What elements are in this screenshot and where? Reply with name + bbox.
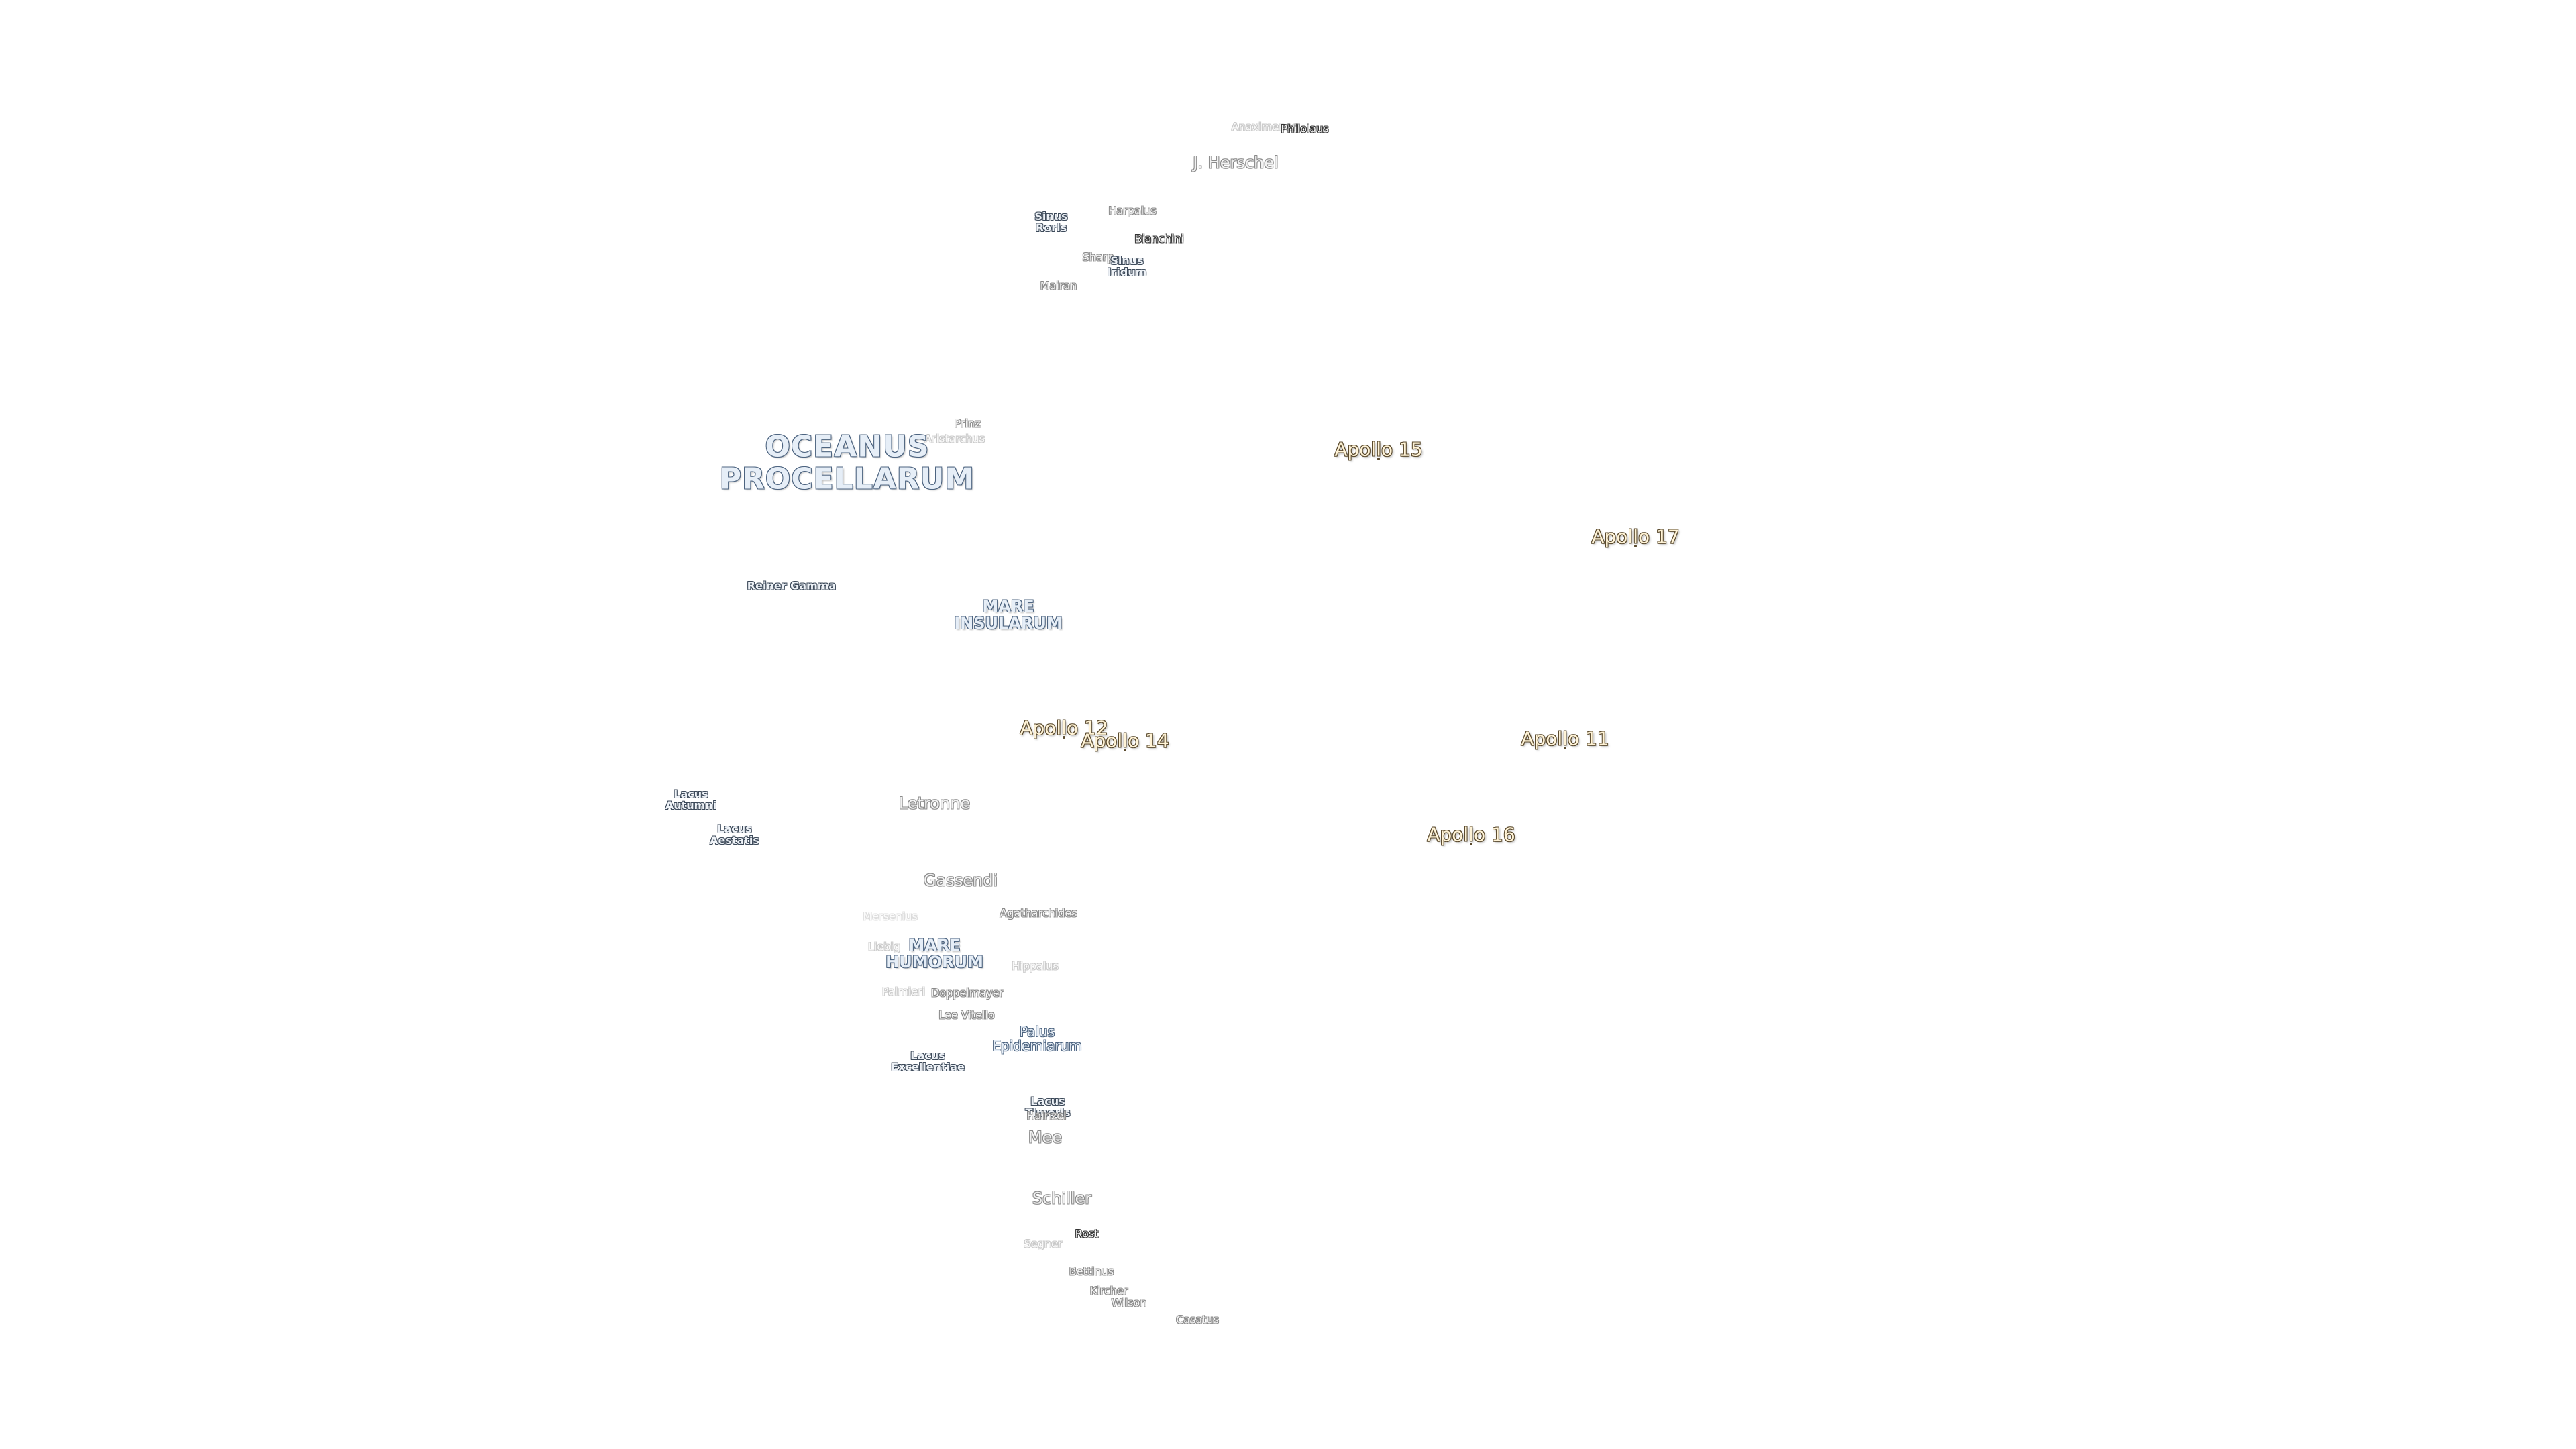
crater-label-gassendi: Gassendi: [923, 871, 998, 890]
landing-site-apollo-11: Apollo 11: [1521, 727, 1609, 750]
crater-label-bettinus: Bettinus: [1069, 1265, 1114, 1278]
crater-label-bianchini: Bianchini: [1134, 232, 1184, 246]
crater-label-liebig: Liebig: [868, 940, 900, 953]
crater-label-hainzel: Hainzel: [1026, 1109, 1067, 1122]
crater-label-mee: Mee: [1028, 1128, 1063, 1147]
landing-site-marker-apollo-14: [1124, 749, 1126, 751]
crater-label-segner: Segner: [1024, 1237, 1063, 1250]
lake-label-lacus-autumni: Lacus Autumni: [665, 788, 717, 812]
bay-label-sinus-iridum: Sinus Iridum: [1107, 254, 1147, 278]
landing-site-apollo-14: Apollo 14: [1081, 729, 1169, 752]
landing-site-marker-apollo-12: [1063, 736, 1065, 739]
crater-label-j-herschel: J. Herschel: [1193, 153, 1279, 172]
crater-label-mairan: Mairan: [1040, 279, 1077, 292]
lake-label-lacus-aestatis: Lacus Aestatis: [710, 822, 759, 847]
landing-site-apollo-17: Apollo 17: [1591, 525, 1680, 548]
marsh-label-palus-epidemiarum: Palus Epidemiarum: [992, 1024, 1082, 1054]
lake-label-lacus-excellentiae: Lacus Excellentiae: [891, 1049, 965, 1073]
bay-label-sinus-roris: Sinus Roris: [1034, 210, 1068, 234]
lake-label-lacus-timoris: Lacus Timoris: [1025, 1095, 1071, 1119]
landing-site-apollo-12: Apollo 12: [1020, 716, 1108, 739]
crater-label-agatharchides: Agatharchides: [1000, 906, 1077, 920]
crater-label-palmieri: Palmieri: [881, 985, 926, 998]
crater-label-kircher: Kircher: [1089, 1284, 1128, 1297]
crater-label-wilson: Wilson: [1111, 1296, 1147, 1309]
sea-label-mare-insularum: MARE INSULARUM: [954, 596, 1063, 633]
crater-label-letronne: Letronne: [898, 794, 971, 813]
landing-site-marker-apollo-16: [1470, 843, 1472, 845]
feature-label-reiner-gamma: Reiner Gamma: [747, 579, 837, 592]
landing-site-marker-apollo-15: [1377, 458, 1380, 460]
crater-label-mersenius: Mersenius: [863, 910, 918, 923]
crater-label-harpalus: Harpalus: [1108, 204, 1157, 217]
sea-label-mare-humorum: MARE HUMORUM: [885, 935, 983, 971]
crater-label-doppelmayer: Doppelmayer: [931, 986, 1004, 1000]
landing-site-apollo-15: Apollo 15: [1334, 438, 1423, 461]
crater-label-prinz: Prinz: [954, 417, 981, 430]
crater-label-hippalus: Hippalus: [1012, 959, 1059, 973]
crater-label-casatus: Casatus: [1176, 1313, 1219, 1326]
crater-label-philolaus: Philolaus: [1281, 122, 1329, 136]
landing-site-apollo-16: Apollo 16: [1427, 823, 1515, 846]
landing-site-marker-apollo-17: [1634, 545, 1637, 547]
crater-label-aristarchus: Aristarchus: [924, 432, 985, 445]
ocean-label-oceanus-procellarum: OCEANUS PROCELLARUM: [719, 429, 975, 496]
crater-label-rost: Rost: [1075, 1227, 1099, 1240]
crater-label-lee-vitello: Lee Vitello: [938, 1008, 995, 1022]
crater-label-sharp: Sharp: [1082, 250, 1114, 264]
landing-site-marker-apollo-11: [1564, 747, 1566, 749]
crater-label-anaximenes: Anaximenes: [1231, 120, 1298, 133]
crater-label-schiller: Schiller: [1032, 1189, 1092, 1208]
